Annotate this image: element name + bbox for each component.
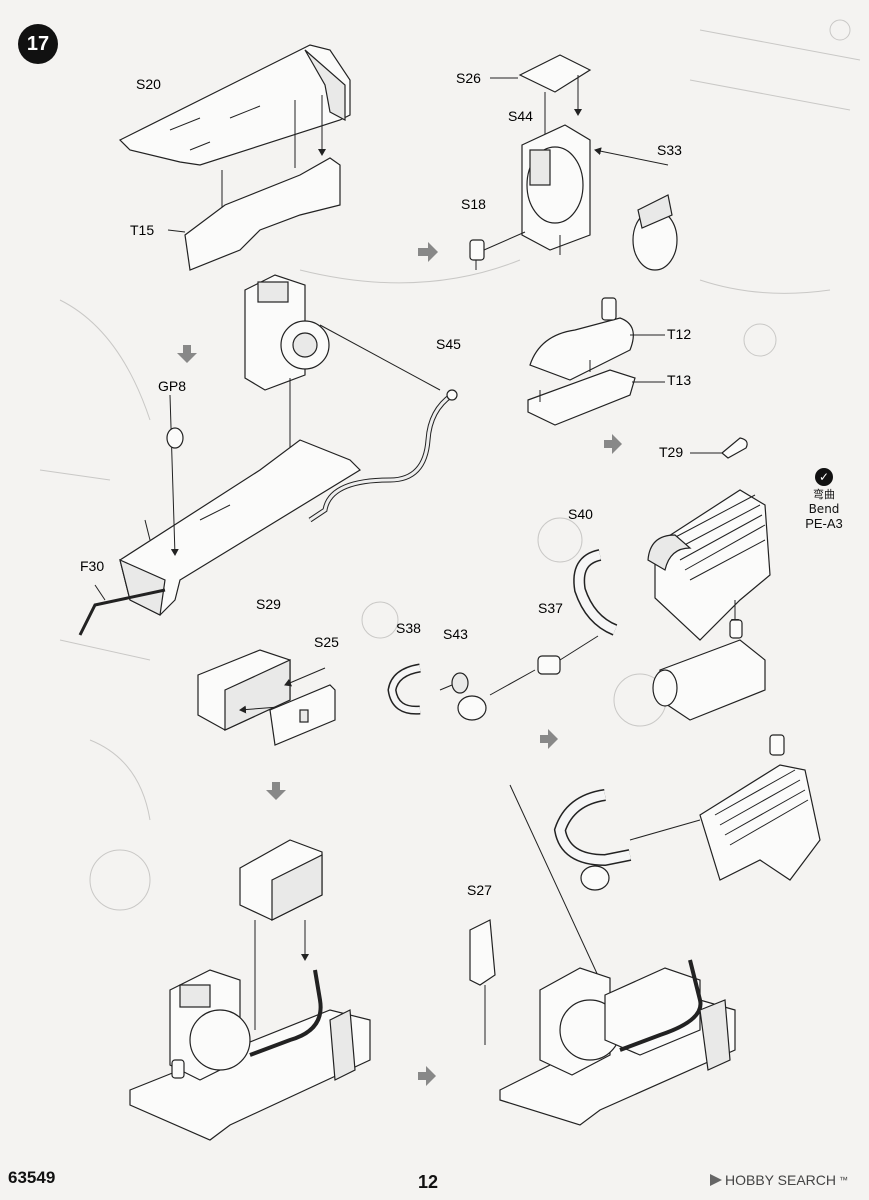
part-gp8-ring <box>166 427 184 449</box>
label-s26: S26 <box>456 70 481 86</box>
label-t15: T15 <box>130 222 155 238</box>
part-pe-a3-grill <box>647 489 771 641</box>
part-grill-lower <box>699 734 821 881</box>
label-s25: S25 <box>314 634 339 650</box>
part-s40-pipe <box>573 549 618 636</box>
part-s33-door <box>594 147 678 271</box>
label-s43: S43 <box>443 626 468 642</box>
bend-english: Bend <box>808 502 840 516</box>
brand-icon <box>710 1174 722 1186</box>
part-s20-plate <box>118 44 351 210</box>
part-t29-clip <box>690 437 748 459</box>
bend-note: ✓ 弯曲 Bend PE-A3 <box>794 468 854 531</box>
label-gp8: GP8 <box>158 378 187 394</box>
brand-text: HOBBY SEARCH <box>725 1172 836 1188</box>
label-s27: S27 <box>467 882 492 898</box>
label-s40: S40 <box>568 506 593 522</box>
part-s37-coupler <box>537 635 599 675</box>
label-t12: T12 <box>667 326 692 342</box>
label-s20: S20 <box>136 76 161 92</box>
bend-icon: ✓ <box>815 468 833 486</box>
label-s18: S18 <box>461 196 486 212</box>
part-pipe-cluster-assembled <box>509 784 701 981</box>
watermark-brand: HOBBY SEARCH ™ <box>710 1172 848 1188</box>
part-s26-cover <box>490 54 592 145</box>
part-t13-tray <box>527 360 665 426</box>
part-s29-box <box>197 649 306 731</box>
part-s45-pipe <box>308 324 458 523</box>
bend-chinese: 弯曲 <box>813 488 835 501</box>
label-s44: S44 <box>508 108 533 124</box>
label-s29: S29 <box>256 596 281 612</box>
label-s37: S37 <box>538 600 563 616</box>
assembly-bottom-right <box>499 959 736 1126</box>
label-s38: S38 <box>396 620 421 636</box>
assembly-bottom-left <box>129 969 371 1141</box>
trademark-mark: ™ <box>839 1175 848 1185</box>
step-arrows <box>177 242 622 1086</box>
part-f30-rod <box>78 584 166 636</box>
part-s38-elbow <box>387 663 421 715</box>
part-chassis-frame <box>119 394 361 616</box>
background-ghost-lines <box>39 19 861 911</box>
part-s43-joint <box>439 669 536 721</box>
part-t15-plate <box>167 157 341 271</box>
bend-part: PE-A3 <box>805 516 843 531</box>
label-t13: T13 <box>667 372 692 388</box>
label-s45: S45 <box>436 336 461 352</box>
part-s27-plate <box>469 919 496 1045</box>
page-number: 12 <box>418 1172 439 1192</box>
part-s18-valve <box>469 231 526 270</box>
label-t29: T29 <box>659 444 684 460</box>
kit-number: 63549 <box>8 1168 56 1187</box>
part-s25-panel <box>269 667 336 746</box>
part-firebox-assembly <box>244 274 330 471</box>
part-tank-cylinder <box>652 619 766 721</box>
part-s44-firebox <box>521 124 591 255</box>
part-boiler-block <box>239 839 323 1030</box>
step-number-badge: 17 <box>18 24 58 64</box>
label-s33: S33 <box>657 142 682 158</box>
label-f30: F30 <box>80 558 105 574</box>
part-t12-tank <box>529 297 665 381</box>
